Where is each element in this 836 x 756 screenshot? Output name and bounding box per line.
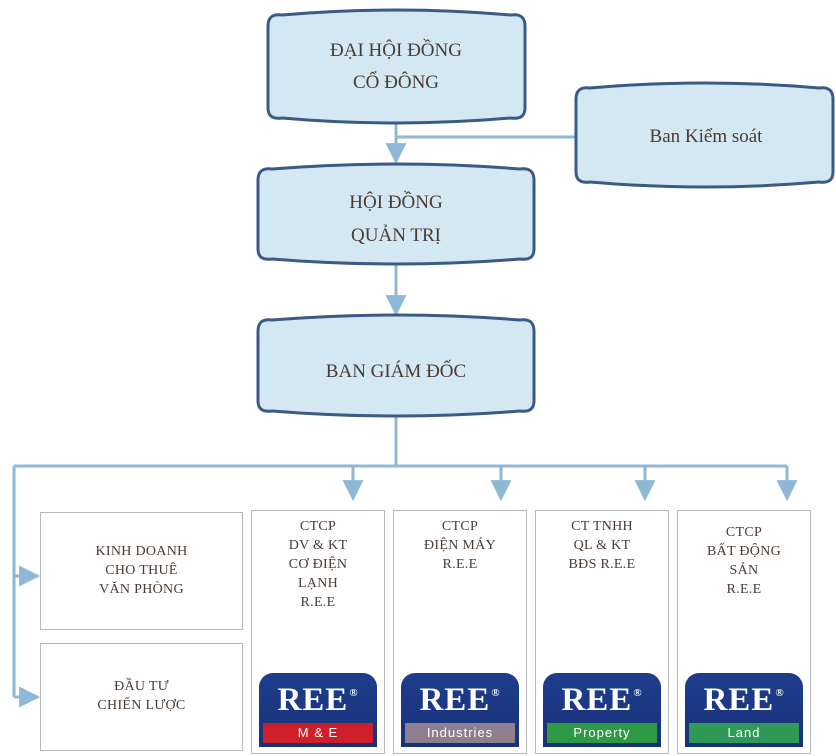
subsidiary-label-line-2: BẤT ĐỘNG <box>706 544 782 559</box>
subsidiary-label-line-3: BĐS R.E.E <box>568 557 636 572</box>
subsidiary-label-line-4: LẠNH <box>297 576 339 591</box>
subsidiary-ree-me: CTCP DV & KT CƠ ĐIỆN LẠNH R.E.E REE® M &… <box>251 510 385 754</box>
ree-logo: REE® M & E <box>259 673 377 747</box>
subsidiary-label-line-1: CTCP <box>725 525 763 540</box>
unit-label: ĐẦU TƯ CHIẾN LƯỢC <box>41 677 242 715</box>
subsidiary-label-line-2: QL & KT <box>573 538 631 553</box>
ree-logo: REE® Industries <box>401 673 519 747</box>
management-board-node: BAN GIÁM ĐỐC <box>256 313 536 418</box>
banner-shape <box>266 8 527 125</box>
subsidiary-label-line-1: CTCP <box>441 519 479 534</box>
unit-label-line-3: VĂN PHÒNG <box>99 582 184 597</box>
registered-mark: ® <box>633 687 643 699</box>
subsidiary-label: CT TNHH QL & KT BĐS R.E.E <box>536 517 668 574</box>
logo-band: Land <box>689 723 799 743</box>
banner-shape <box>256 313 536 418</box>
shareholders-meeting-node: ĐẠI HỘI ĐỒNG CỔ ĐÔNG <box>266 8 527 125</box>
subsidiary-label-line-5: R.E.E <box>300 595 336 610</box>
unit-label-line-2: CHIẾN LƯỢC <box>97 698 186 713</box>
unit-label-line-1: ĐẦU TƯ <box>114 679 169 694</box>
subsidiary-label: CTCP BẤT ĐỘNG SẢN R.E.E <box>678 523 810 599</box>
ree-logo: REE® Land <box>685 673 803 747</box>
subsidiary-label-line-3: CƠ ĐIỆN <box>288 557 348 572</box>
logo-text: REE <box>703 682 775 718</box>
logo-text: REE <box>561 682 633 718</box>
node-label-line-2: QUẢN TRỊ <box>351 225 441 246</box>
subsidiary-label-line-1: CT TNHH <box>571 519 633 534</box>
unit-label-line-1: KINH DOANH <box>95 544 188 559</box>
subsidiary-label-line-3: R.E.E <box>442 557 478 572</box>
node-label-line-1: HỘI ĐỒNG <box>349 191 443 213</box>
subsidiary-label-line-3: SẢN <box>729 563 759 578</box>
logo-band: Property <box>547 723 657 743</box>
banner-shape <box>256 162 536 266</box>
banner-shape <box>574 81 835 189</box>
logo-text: REE <box>277 682 349 718</box>
node-label-line-2: CỔ ĐÔNG <box>353 71 439 93</box>
subsidiary-label-line-1: CTCP <box>299 519 337 534</box>
connectors <box>12 119 798 708</box>
ree-logo: REE® Property <box>543 673 661 747</box>
node-label: Ban Kiểm soát <box>650 126 764 147</box>
logo-band: Industries <box>405 723 515 743</box>
registered-mark: ® <box>491 687 501 699</box>
subsidiary-label: CTCP ĐIỆN MÁY R.E.E <box>394 517 526 574</box>
unit-label-line-2: CHO THUÊ <box>105 563 178 578</box>
side-unit-strategic-investment: ĐẦU TƯ CHIẾN LƯỢC <box>40 643 243 751</box>
subsidiary-ree-property: CT TNHH QL & KT BĐS R.E.E REE® Property <box>535 510 669 754</box>
node-label: BAN GIÁM ĐỐC <box>326 360 466 382</box>
unit-label: KINH DOANH CHO THUÊ VĂN PHÒNG <box>41 542 242 599</box>
subsidiary-label-line-2: DV & KT <box>288 538 348 553</box>
subsidiary-ree-land: CTCP BẤT ĐỘNG SẢN R.E.E REE® Land <box>677 510 811 754</box>
subsidiary-label-line-2: ĐIỆN MÁY <box>423 538 496 553</box>
subsidiary-ree-industries: CTCP ĐIỆN MÁY R.E.E REE® Industries <box>393 510 527 754</box>
subsidiary-label-line-4: R.E.E <box>726 582 762 597</box>
board-of-directors-node: HỘI ĐỒNG QUẢN TRỊ <box>256 162 536 266</box>
side-unit-office-leasing: KINH DOANH CHO THUÊ VĂN PHÒNG <box>40 512 243 630</box>
subsidiary-label: CTCP DV & KT CƠ ĐIỆN LẠNH R.E.E <box>252 517 384 612</box>
logo-text: REE <box>419 682 491 718</box>
registered-mark: ® <box>775 687 785 699</box>
node-label-line-1: ĐẠI HỘI ĐỒNG <box>330 39 462 61</box>
registered-mark: ® <box>349 687 359 699</box>
supervisory-board-node: Ban Kiểm soát <box>574 81 835 189</box>
logo-band: M & E <box>263 723 373 743</box>
